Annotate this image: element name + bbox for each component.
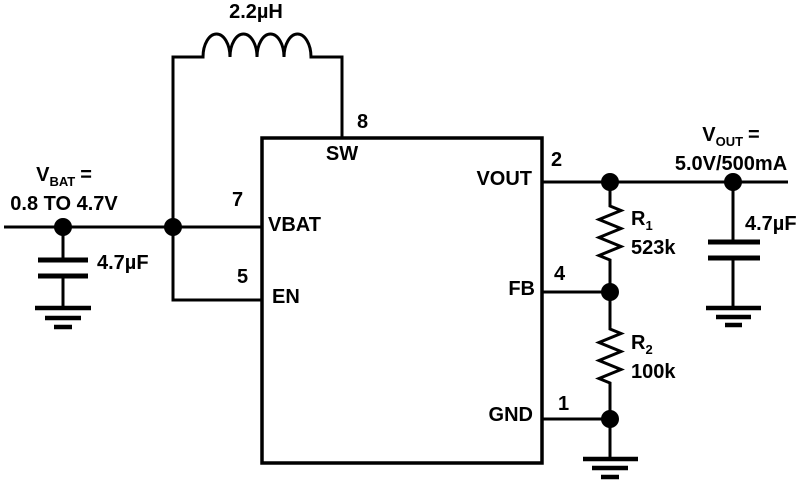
- r1-label: R1 523k: [631, 208, 676, 260]
- junction-dot: [601, 283, 619, 301]
- pin-label-en: EN: [272, 286, 300, 308]
- output-voltage-line2: 5.0V/500mA: [674, 153, 788, 175]
- input-ground-symbol: [35, 305, 91, 330]
- pin-number-gnd: 1: [558, 393, 570, 415]
- output-capacitor-symbol: [708, 182, 760, 306]
- pin-label-sw: SW: [325, 143, 359, 165]
- input-cap-value-label: 4.7µF: [97, 252, 149, 274]
- pin-number-en: 5: [237, 266, 249, 288]
- pin-number-vout: 2: [551, 149, 563, 171]
- r1-symbol: [595, 182, 625, 292]
- pin-number-fb: 4: [554, 263, 566, 285]
- output-voltage-label: VOUT= 5.0V/500mA: [675, 124, 787, 176]
- junction-dot: [601, 410, 619, 428]
- pin-label-vbat: VBAT: [268, 214, 321, 236]
- junction-dot: [724, 173, 742, 191]
- inductor-symbol: [171, 32, 344, 227]
- input-capacitor-symbol: [38, 227, 88, 306]
- r1-ref: R1: [631, 208, 653, 233]
- inductor-value-label: 2.2µH: [229, 1, 283, 23]
- pin-label-gnd: GND: [488, 404, 533, 426]
- pin-label-fb: FB: [508, 278, 535, 300]
- pin-label-vout: VOUT: [476, 168, 532, 190]
- output-ground-symbol: [706, 305, 761, 328]
- r2-ref: R2: [631, 332, 653, 357]
- junction-dot: [601, 173, 619, 191]
- output-voltage-line1: VOUT=: [702, 124, 760, 149]
- junction-dot: [164, 218, 182, 236]
- pin-number-vbat: 7: [232, 189, 244, 211]
- output-cap-value-label: 4.7µF: [745, 213, 797, 235]
- junction-dots: [54, 173, 742, 428]
- input-voltage-line2: 0.8 TO 4.7V: [10, 193, 118, 215]
- wire-en: [171, 227, 262, 302]
- r1-value: 523k: [631, 237, 676, 259]
- r2-value: 100k: [631, 361, 676, 383]
- input-voltage-label: VBAT= 0.8 TO 4.7V: [10, 164, 117, 216]
- r2-label: R2 100k: [631, 332, 676, 384]
- gnd-pin-ground-symbol: [583, 456, 638, 480]
- pin-number-sw: 8: [357, 111, 369, 133]
- junction-dot: [54, 218, 72, 236]
- r2-symbol: [595, 292, 625, 419]
- input-voltage-line1: VBAT=: [36, 164, 92, 189]
